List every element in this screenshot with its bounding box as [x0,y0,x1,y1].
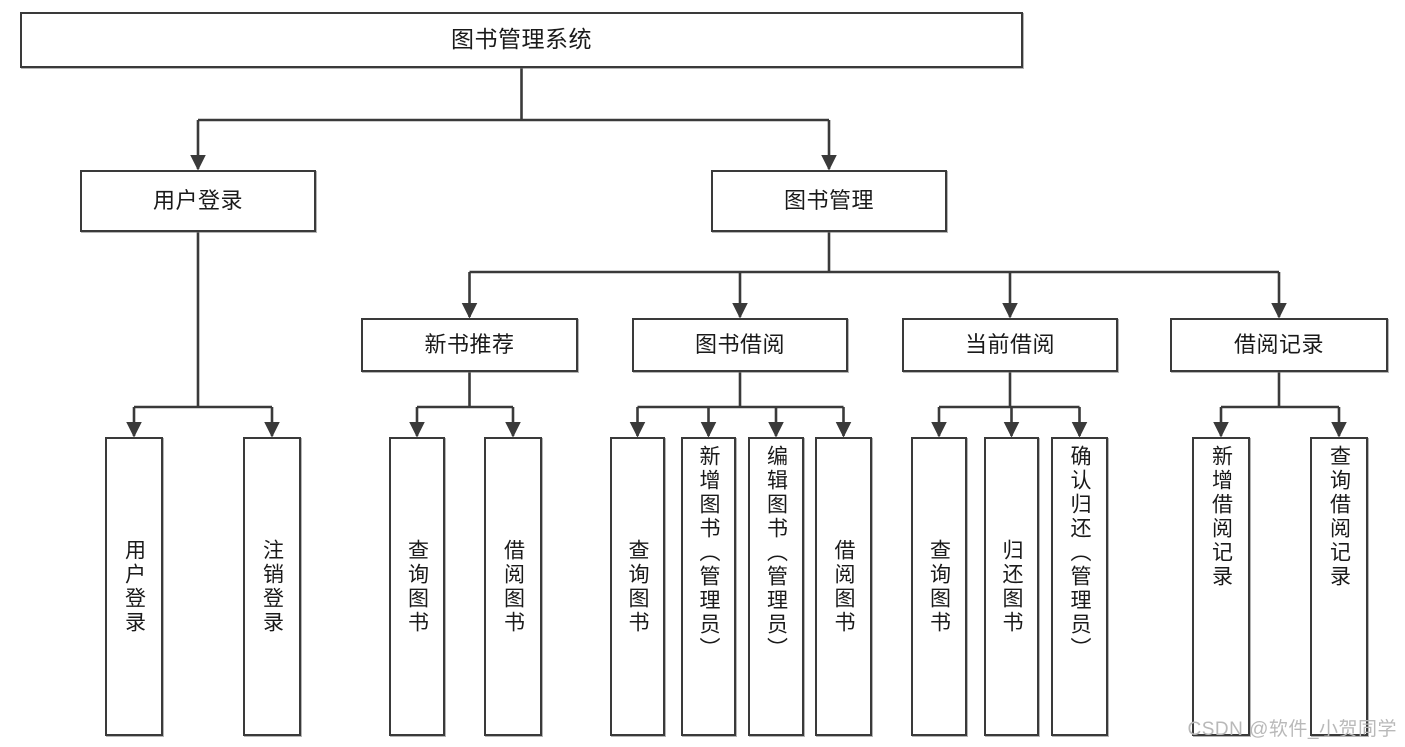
node-user-login[interactable]: 用户登录 [80,170,316,232]
node-leaf-borrow-book-label: 借阅图书 [832,538,855,635]
node-leaf-query-borrow-record-label: 查询借阅记录 [1327,445,1351,589]
node-borrow-record-label: 借阅记录 [1233,332,1324,358]
node-root[interactable]: 图书管理系统 [20,12,1023,68]
node-leaf-query-borrow-record[interactable]: 查询借阅记录 [1310,437,1368,736]
node-leaf-edit-book-admin[interactable]: 编辑图书（管理员） [748,437,804,736]
node-leaf-logout-login[interactable]: 注销登录 [243,437,301,736]
node-leaf-user-login-label: 用户登录 [122,538,146,635]
node-leaf-query-book-borrow[interactable]: 查询图书 [610,437,665,736]
node-book-manage-label: 图书管理 [783,188,874,214]
node-leaf-borrow-book[interactable]: 借阅图书 [815,437,872,736]
node-leaf-query-book-cur[interactable]: 查询图书 [911,437,967,736]
node-leaf-add-book-admin-label: 新增图书（管理员） [697,445,720,661]
node-book-borrow-label: 图书借阅 [694,332,785,358]
node-leaf-query-book-rec[interactable]: 查询图书 [389,437,445,736]
node-book-manage[interactable]: 图书管理 [711,170,947,232]
node-current-borrow-label: 当前借阅 [964,332,1055,358]
node-new-book-recommend[interactable]: 新书推荐 [361,318,578,372]
node-current-borrow[interactable]: 当前借阅 [902,318,1118,372]
node-leaf-return-book-label: 归还图书 [1000,538,1023,635]
node-user-login-label: 用户登录 [152,188,243,214]
node-root-label: 图书管理系统 [451,26,592,53]
node-leaf-query-book-rec-label: 查询图书 [405,538,429,635]
node-leaf-user-login[interactable]: 用户登录 [105,437,163,736]
node-leaf-query-book-cur-label: 查询图书 [927,538,951,635]
watermark: CSDN @软件_小贺同学 [1187,719,1397,740]
node-leaf-return-book[interactable]: 归还图书 [984,437,1039,736]
node-leaf-query-book-borrow-label: 查询图书 [626,538,649,635]
node-leaf-borrow-book-rec-label: 借阅图书 [501,538,525,635]
node-borrow-record[interactable]: 借阅记录 [1170,318,1388,372]
node-leaf-borrow-book-rec[interactable]: 借阅图书 [484,437,542,736]
node-leaf-confirm-return-admin[interactable]: 确认归还（管理员） [1051,437,1108,736]
node-leaf-edit-book-admin-label: 编辑图书（管理员） [764,445,788,661]
node-leaf-add-borrow-record-label: 新增借阅记录 [1209,445,1233,589]
node-leaf-add-book-admin[interactable]: 新增图书（管理员） [681,437,736,736]
node-new-book-recommend-label: 新书推荐 [424,332,515,358]
node-leaf-confirm-return-admin-label: 确认归还（管理员） [1068,445,1091,661]
node-book-borrow[interactable]: 图书借阅 [632,318,848,372]
node-leaf-add-borrow-record[interactable]: 新增借阅记录 [1192,437,1250,736]
node-leaf-logout-login-label: 注销登录 [260,538,284,635]
